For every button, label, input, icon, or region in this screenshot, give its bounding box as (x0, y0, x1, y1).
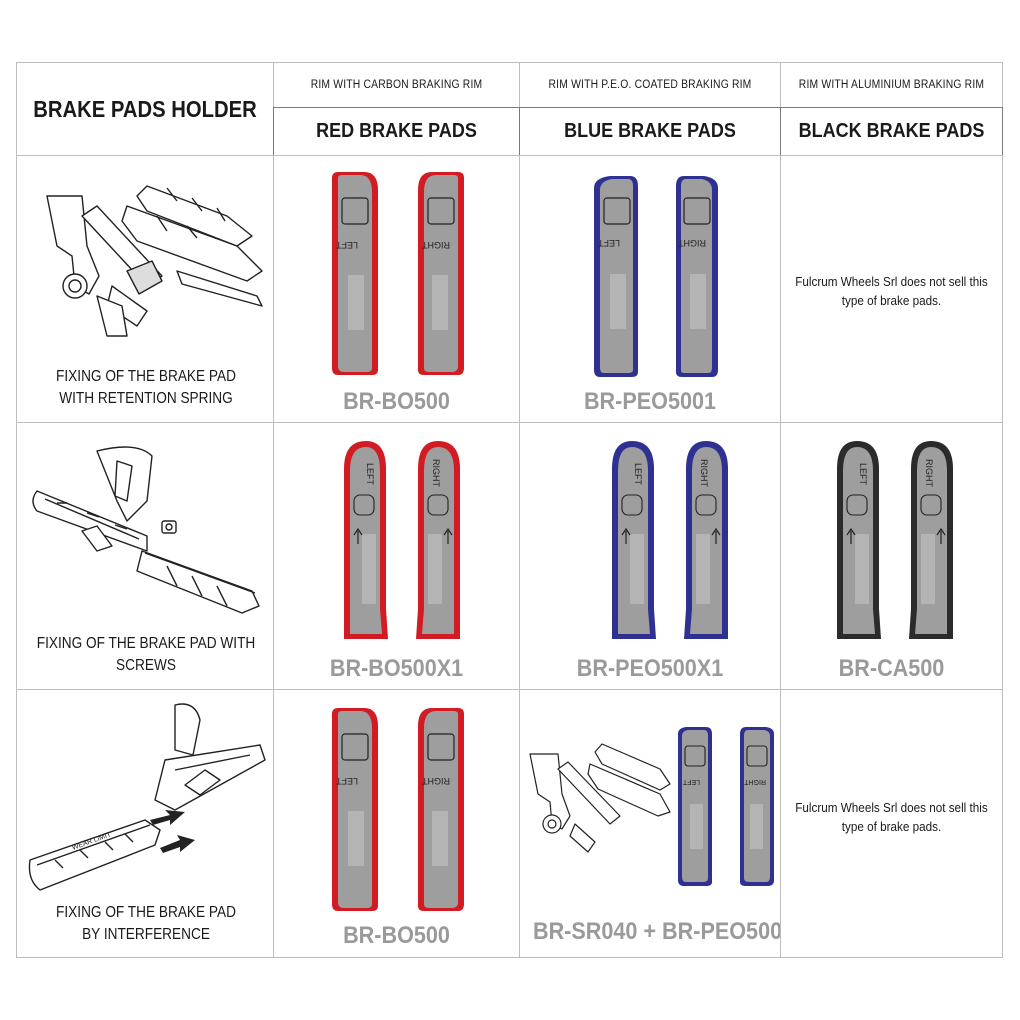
black-pad-pair-type2: LEFT RIGHT (837, 441, 953, 639)
retention-spring-holder-illustration (46, 185, 263, 337)
blue-right-pad-screw: RIGHT (684, 441, 728, 639)
row2-label-line1: FIXING OF THE BRAKE PAD WITH (36, 635, 256, 652)
rim-label-carbon: RIM WITH CARBON BRAKING RIM (310, 79, 483, 91)
row3-red-cell: LEFT RIGHT BR-BO500 (273, 689, 520, 958)
pads-label-blue: BLUE BRAKE PADS (564, 120, 736, 142)
row1-label-line2: WITH RETENTION SPRING (59, 390, 233, 407)
red-right-pad-interference: RIGHT (418, 708, 464, 911)
svg-text:RIGHT: RIGHT (699, 459, 709, 488)
svg-text:RIGHT: RIGHT (431, 459, 441, 488)
row3-blue-cell: LEFT RIGHT BR-SR040 + BR-PEO5001 (519, 689, 795, 958)
rim-header-aluminium: RIM WITH ALUMINIUM BRAKING RIM (780, 62, 1003, 108)
row1-label: FIXING OF THE BRAKE PAD WITH RETENTION S… (32, 366, 259, 410)
svg-text:RIGHT: RIGHT (422, 776, 451, 786)
svg-text:RIGHT: RIGHT (422, 240, 451, 250)
red-left-pad: LEFT (332, 172, 378, 375)
row3-blue-code: BR-SR040 + BR-PEO5001 (533, 918, 795, 945)
row3-holder-cell: WEAR LIMIT FIXING OF THE BRAKE PAD BY IN… (16, 689, 274, 958)
row1-black-note-line2: type of brake pads. (841, 293, 942, 308)
rim-label-peo: RIM WITH P.E.O. COATED BRAKING RIM (548, 79, 752, 91)
row2-black-cell: LEFT RIGHT BR-CA500 (780, 422, 1003, 690)
brake-pads-table: BRAKE PADS HOLDER RIM WITH CARBON BRAKIN… (16, 62, 1003, 958)
blue-right-pad: RIGHT (676, 176, 718, 377)
row2-black-code: BR-CA500 (838, 655, 945, 682)
row1-black-note-line1: Fulcrum Wheels Srl does not sell this (795, 274, 988, 289)
svg-text:LEFT: LEFT (858, 463, 868, 486)
red-pad-pair-type2: LEFT RIGHT (344, 441, 460, 639)
row3-black-note: Fulcrum Wheels Srl does not sell this ty… (792, 798, 991, 836)
rim-header-peo: RIM WITH P.E.O. COATED BRAKING RIM (519, 62, 781, 108)
svg-text:LEFT: LEFT (633, 463, 643, 486)
black-left-pad-screw: LEFT (837, 441, 881, 639)
row3-label-line1: FIXING OF THE BRAKE PAD (56, 904, 236, 921)
pads-label-red: RED BRAKE PADS (316, 120, 477, 142)
table-title: BRAKE PADS HOLDER (33, 95, 257, 122)
red-right-pad: RIGHT (418, 172, 464, 375)
row3-black-note-line1: Fulcrum Wheels Srl does not sell this (795, 800, 988, 815)
blue-left-pad-screw: LEFT (612, 441, 656, 639)
svg-text:RIGHT: RIGHT (744, 778, 767, 785)
rim-label-aluminium: RIM WITH ALUMINIUM BRAKING RIM (798, 79, 985, 91)
row1-holder-cell: FIXING OF THE BRAKE PAD WITH RETENTION S… (16, 155, 274, 423)
row1-blue-cell: LEFT RIGHT BR-PEO5001 (519, 155, 781, 423)
row2-blue-code: BR-PEO500X1 (576, 655, 724, 682)
pads-label-black: BLACK BRAKE PADS (798, 120, 985, 142)
row1-red-code: BR-BO500 (343, 388, 450, 415)
small-holder-sketch (529, 743, 671, 853)
pads-header-red: RED BRAKE PADS (273, 107, 520, 156)
blue-left-pad-small: LEFT (678, 727, 712, 886)
title-cell: BRAKE PADS HOLDER (16, 62, 274, 156)
interference-holder-illustration: WEAR LIMIT (28, 703, 266, 891)
red-left-pad-interference: LEFT (332, 708, 378, 911)
row2-red-cell: LEFT RIGHT BR-BO500X1 (273, 422, 520, 690)
svg-text:LEFT: LEFT (365, 463, 375, 486)
row3-black-cell: Fulcrum Wheels Srl does not sell this ty… (780, 689, 1003, 958)
row1-black-note: Fulcrum Wheels Srl does not sell this ty… (792, 272, 991, 310)
pads-header-black: BLACK BRAKE PADS (780, 107, 1003, 156)
red-left-pad-screw: LEFT (344, 441, 388, 639)
svg-text:LEFT: LEFT (335, 776, 358, 786)
svg-text:LEFT: LEFT (597, 238, 620, 248)
row1-black-cell: Fulcrum Wheels Srl does not sell this ty… (780, 155, 1003, 423)
row3-label: FIXING OF THE BRAKE PAD BY INTERFERENCE (32, 902, 259, 946)
row2-label: FIXING OF THE BRAKE PAD WITH SCREWS (32, 633, 259, 677)
red-pad-pair-type1: LEFT RIGHT (332, 172, 464, 375)
svg-text:RIGHT: RIGHT (678, 238, 707, 248)
row3-black-note-line2: type of brake pads. (841, 819, 942, 834)
svg-text:LEFT: LEFT (682, 778, 700, 785)
row2-blue-cell: LEFT RIGHT BR-PEO500X1 (519, 422, 781, 690)
red-right-pad-screw: RIGHT (416, 441, 460, 639)
row1-blue-code: BR-PEO5001 (583, 388, 717, 415)
svg-text:LEFT: LEFT (335, 240, 358, 250)
screw-holder-illustration (32, 446, 260, 614)
row2-holder-cell: FIXING OF THE BRAKE PAD WITH SCREWS (16, 422, 274, 690)
svg-text:RIGHT: RIGHT (924, 459, 934, 488)
blue-pad-pair-type2: LEFT RIGHT (612, 441, 728, 639)
blue-pad-pair-type1: LEFT RIGHT (594, 176, 718, 377)
pads-header-blue: BLUE BRAKE PADS (519, 107, 781, 156)
blue-right-pad-small: RIGHT (740, 727, 774, 886)
red-pad-pair-type3: LEFT RIGHT (332, 708, 464, 911)
blue-left-pad: LEFT (594, 176, 638, 377)
row2-red-code: BR-BO500X1 (329, 655, 464, 682)
row3-red-code: BR-BO500 (343, 922, 450, 949)
row1-label-line1: FIXING OF THE BRAKE PAD (56, 368, 236, 385)
rim-header-carbon: RIM WITH CARBON BRAKING RIM (273, 62, 520, 108)
black-right-pad-screw: RIGHT (909, 441, 953, 639)
row2-label-line2: SCREWS (116, 657, 176, 674)
row3-label-line2: BY INTERFERENCE (82, 926, 210, 943)
row1-red-cell: LEFT RIGHT BR-BO500 (273, 155, 520, 423)
holder-with-blue-pads-illustration: LEFT RIGHT (529, 727, 774, 886)
